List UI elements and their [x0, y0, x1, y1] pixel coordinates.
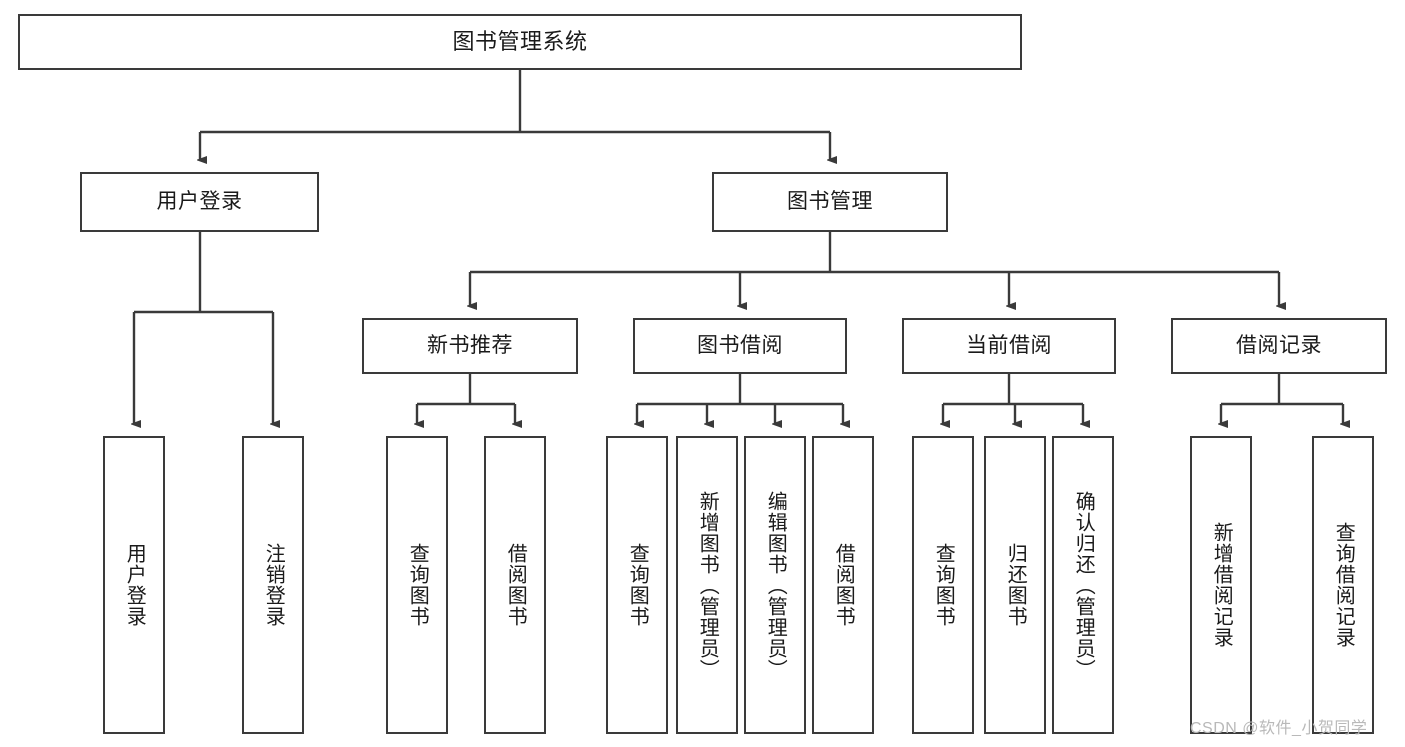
leaf-borrow-book-label: 借阅图书	[832, 543, 855, 627]
node-book-management[interactable]: 图书管理	[712, 172, 948, 232]
leaf-query-book-current[interactable]: 查询图书	[912, 436, 974, 734]
node-borrow-record-label: 借阅记录	[1236, 334, 1322, 358]
leaf-query-book-borrow-label: 查询图书	[626, 543, 649, 627]
node-new-book-recommend[interactable]: 新书推荐	[362, 318, 578, 374]
leaf-edit-book-admin[interactable]: 编辑图书（管理员）	[744, 436, 806, 734]
node-current-borrow-label: 当前借阅	[966, 334, 1052, 358]
leaf-edit-book-admin-label: 编辑图书（管理员）	[764, 490, 787, 680]
node-root-label: 图书管理系统	[452, 28, 588, 54]
node-borrow-record[interactable]: 借阅记录	[1171, 318, 1387, 374]
leaf-borrow-book-newbook-label: 借阅图书	[504, 543, 527, 627]
leaf-return-book-label: 归还图书	[1004, 543, 1027, 627]
node-book-borrow[interactable]: 图书借阅	[633, 318, 847, 374]
node-root[interactable]: 图书管理系统	[18, 14, 1022, 70]
leaf-query-book-newbook-label: 查询图书	[406, 543, 429, 627]
leaf-borrow-book-newbook[interactable]: 借阅图书	[484, 436, 546, 734]
leaf-logout[interactable]: 注销登录	[242, 436, 304, 734]
leaf-return-book[interactable]: 归还图书	[984, 436, 1046, 734]
leaf-add-borrow-record[interactable]: 新增借阅记录	[1190, 436, 1252, 734]
leaf-query-book-newbook[interactable]: 查询图书	[386, 436, 448, 734]
leaf-confirm-return-admin-label: 确认归还（管理员）	[1072, 490, 1095, 680]
leaf-add-book-admin-label: 新增图书（管理员）	[696, 490, 719, 680]
leaf-confirm-return-admin[interactable]: 确认归还（管理员）	[1052, 436, 1114, 734]
watermark: CSDN @软件_小贺同学	[1190, 720, 1368, 737]
node-current-borrow[interactable]: 当前借阅	[902, 318, 1116, 374]
leaf-add-borrow-record-label: 新增借阅记录	[1210, 522, 1233, 648]
leaf-add-book-admin[interactable]: 新增图书（管理员）	[676, 436, 738, 734]
leaf-borrow-book[interactable]: 借阅图书	[812, 436, 874, 734]
leaf-user-login[interactable]: 用户登录	[103, 436, 165, 734]
leaf-logout-label: 注销登录	[262, 543, 285, 627]
leaf-user-login-label: 用户登录	[123, 543, 146, 627]
node-new-book-recommend-label: 新书推荐	[427, 334, 513, 358]
leaf-query-borrow-record[interactable]: 查询借阅记录	[1312, 436, 1374, 734]
node-user-login-label: 用户登录	[156, 190, 243, 214]
node-book-borrow-label: 图书借阅	[697, 334, 783, 358]
leaf-query-borrow-record-label: 查询借阅记录	[1332, 522, 1355, 648]
node-book-management-label: 图书管理	[787, 190, 873, 214]
leaf-query-book-current-label: 查询图书	[932, 543, 955, 627]
node-user-login[interactable]: 用户登录	[80, 172, 319, 232]
leaf-query-book-borrow[interactable]: 查询图书	[606, 436, 668, 734]
